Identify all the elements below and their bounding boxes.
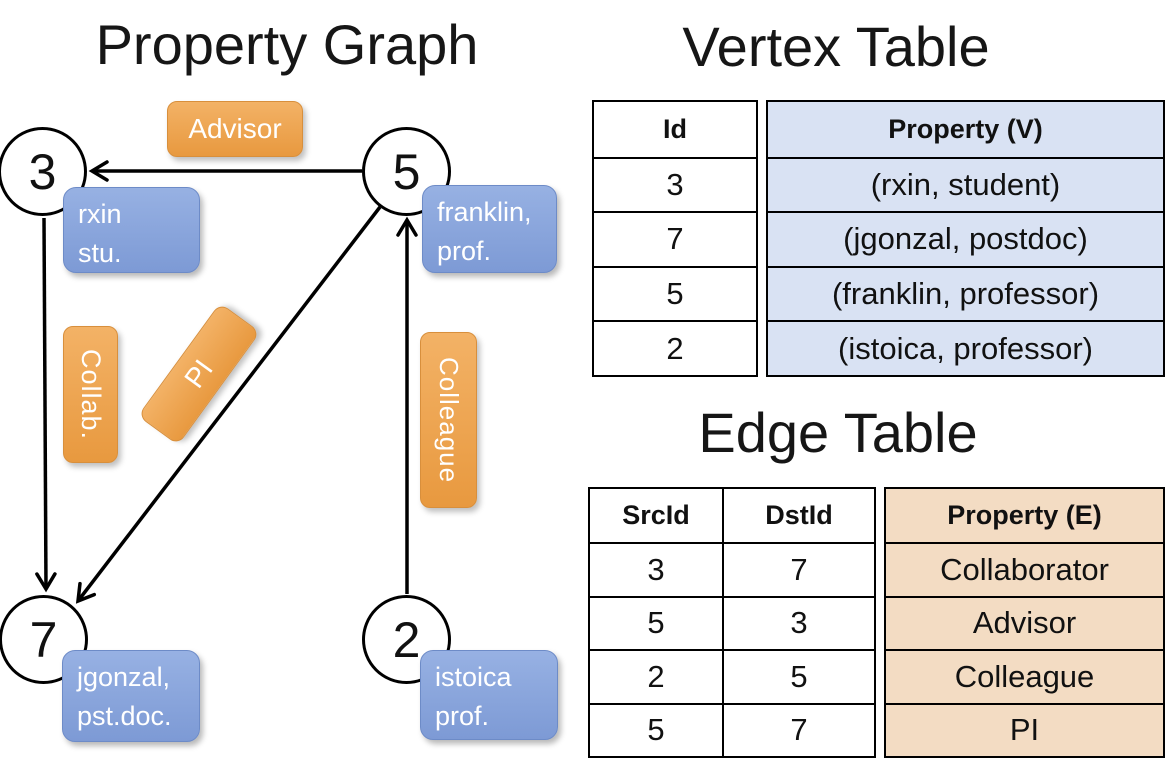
vertex-property-line: istoica <box>435 662 512 692</box>
vertex-table-header-id: Id <box>663 113 687 144</box>
vertex-property-line: prof. <box>435 701 490 732</box>
vertex-property-box-7: jgonzal, pst.doc. <box>62 650 200 742</box>
edge-table-cell-srcid: 5 <box>590 595 722 649</box>
vertex-table-cell-id: 7 <box>594 211 756 266</box>
property-graph-title: Property Graph <box>95 13 479 76</box>
edge-label-advisor: Advisor <box>167 101 303 157</box>
vertex-table-title: Vertex Table <box>682 15 990 78</box>
vertex-table-property-column: Property (V) (rxin, student) (jgonzal, p… <box>766 100 1165 377</box>
vertex-property-line: prof. <box>437 236 492 267</box>
edge-table-cell-property: Colleague <box>886 649 1163 702</box>
vertex-property-line: stu. <box>78 238 122 269</box>
vertex-table-cell-property: (franklin, professor) <box>768 265 1163 321</box>
edge-table-cell-srcid: 3 <box>590 542 722 595</box>
vertex-property-line: franklin, <box>437 197 532 227</box>
edge-label-collab: Collab. <box>63 326 118 463</box>
edge-table-cell-dstid: 7 <box>722 702 874 756</box>
vertex-table-cell-property: (istoica, professor) <box>768 320 1163 375</box>
vertex-table-id-column: Id 3 7 5 2 <box>592 100 758 377</box>
edge-table-cell-dstid: 3 <box>722 595 874 650</box>
edge-3-to-7-arrow <box>35 217 57 593</box>
vertex-table-cell-id: 2 <box>594 320 756 375</box>
edge-table-cell-dstid: 7 <box>722 542 874 596</box>
vertex-table-cell-id: 3 <box>594 156 756 212</box>
vertex-property-box-5: franklin, prof. <box>422 185 557 273</box>
edge-label-pi: PI <box>137 302 261 446</box>
edge-label-text: Collab. <box>76 348 106 441</box>
edge-table-cell-srcid: 5 <box>590 702 722 756</box>
vertex-property-line: rxin <box>78 199 122 229</box>
vertex-table-cell-id: 5 <box>594 265 756 321</box>
vertex-table-cell-property: (jgonzal, postdoc) <box>768 211 1163 266</box>
edge-table-cell-property: Collaborator <box>886 542 1163 595</box>
edge-table-id-columns: SrcId DstId 3 7 5 3 2 5 5 7 <box>588 487 876 758</box>
edge-table-cell-dstid: 5 <box>722 649 874 703</box>
vertex-node-5: 5 <box>362 127 451 216</box>
vertex-property-box-2: istoica prof. <box>420 650 558 740</box>
vertex-property-box-3: rxin stu. <box>63 187 200 273</box>
edge-table-title: Edge Table <box>698 401 978 464</box>
edge-table-property-column: Property (E) Collaborator Advisor Collea… <box>884 487 1165 758</box>
vertex-property-line: jgonzal, <box>77 662 171 692</box>
edge-table-header-dstid: DstId <box>722 489 874 543</box>
edge-label-colleague: Colleague <box>420 332 477 508</box>
vertex-table-header-property: Property (V) <box>888 113 1043 144</box>
edge-table-header-srcid: SrcId <box>622 500 690 531</box>
edge-table-header-property: Property (E) <box>947 500 1102 531</box>
edge-label-text: Advisor <box>188 113 282 144</box>
edge-table-cell-property: PI <box>886 702 1163 756</box>
vertex-node-3: 3 <box>0 127 87 216</box>
edge-label-text: Colleague <box>434 356 464 484</box>
vertex-property-line: pst.doc. <box>77 701 172 732</box>
vertex-table-cell-property: (rxin, student) <box>768 156 1163 212</box>
edge-table-cell-property: Advisor <box>886 595 1163 649</box>
edge-label-text: PI <box>178 353 219 394</box>
edge-table-cell-srcid: 2 <box>590 649 722 702</box>
